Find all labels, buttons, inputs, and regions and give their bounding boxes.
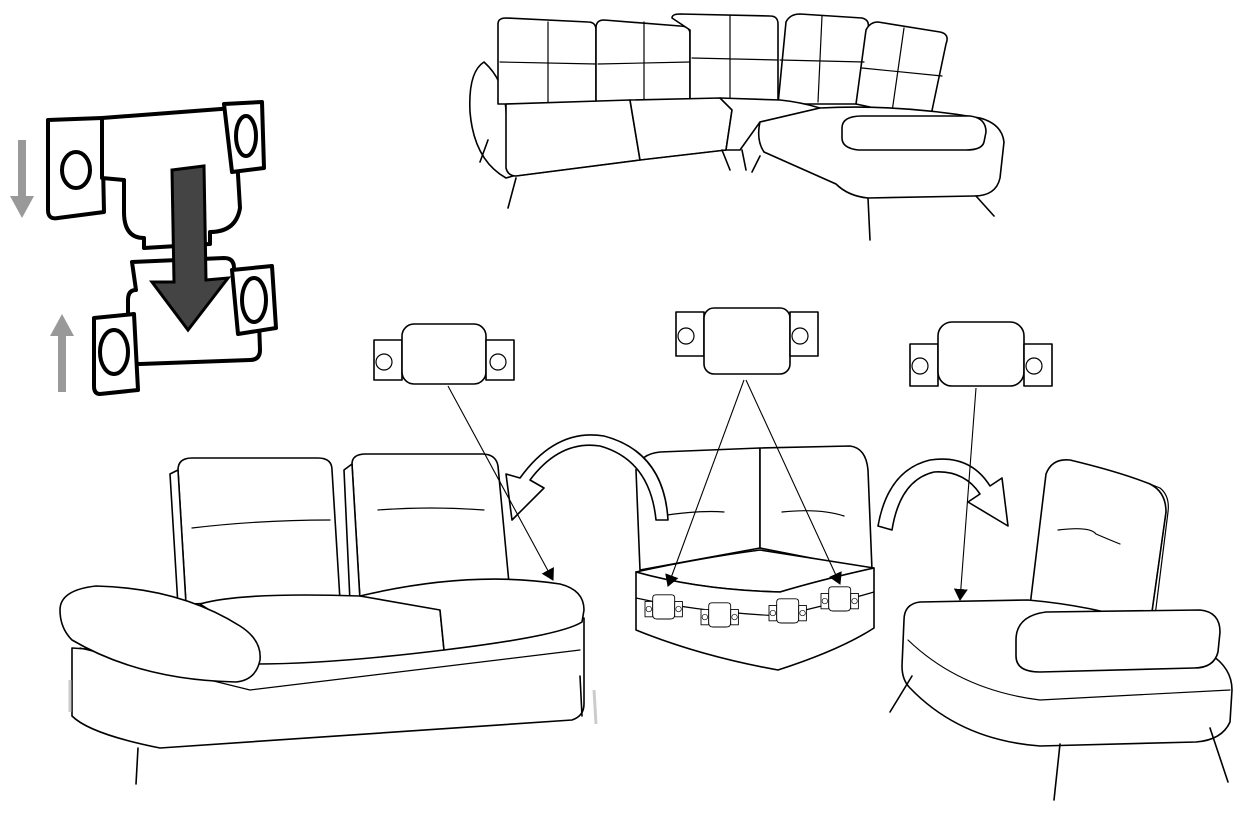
curved-move-arrow-icon <box>878 459 1008 530</box>
connector-icon <box>374 324 514 384</box>
corner-sofa-overview-icon <box>470 14 1004 240</box>
bracket-push-up-arrow-icon <box>50 314 74 392</box>
connector-icon <box>910 322 1052 386</box>
bracket-push-down-arrow-icon <box>10 140 34 218</box>
chaise-module-icon <box>890 460 1232 800</box>
corner-module-icon <box>636 446 874 670</box>
connector-bracket-icon <box>10 102 276 394</box>
connector-icon <box>676 308 818 374</box>
